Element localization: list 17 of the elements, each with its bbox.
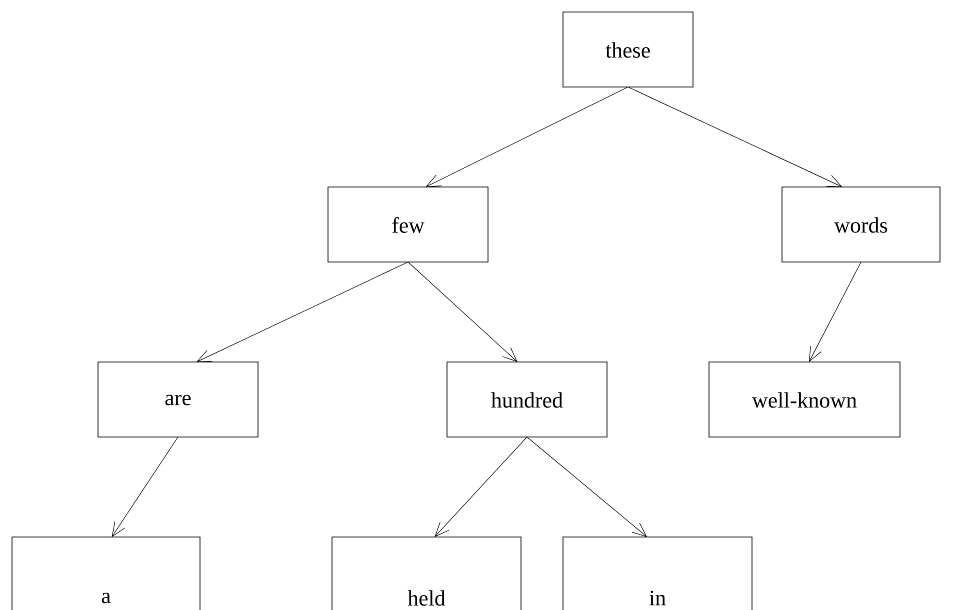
arrow [408, 262, 518, 362]
arrow [196, 262, 408, 362]
arrow [112, 436, 178, 537]
tree-box: a [12, 536, 200, 610]
tree-box: in [562, 536, 752, 610]
tree-box: held [332, 536, 522, 610]
tree-box: few [328, 186, 488, 262]
arrow [628, 86, 842, 187]
tree-box: well-known [708, 362, 900, 438]
arrow [526, 436, 648, 537]
tree-box: these [562, 12, 694, 88]
tree-box: hundred [446, 362, 608, 438]
arrow [426, 86, 628, 187]
arrow [434, 436, 528, 537]
tree-box: words [782, 186, 940, 262]
arrow [809, 262, 862, 362]
tree-box: are [98, 362, 258, 438]
